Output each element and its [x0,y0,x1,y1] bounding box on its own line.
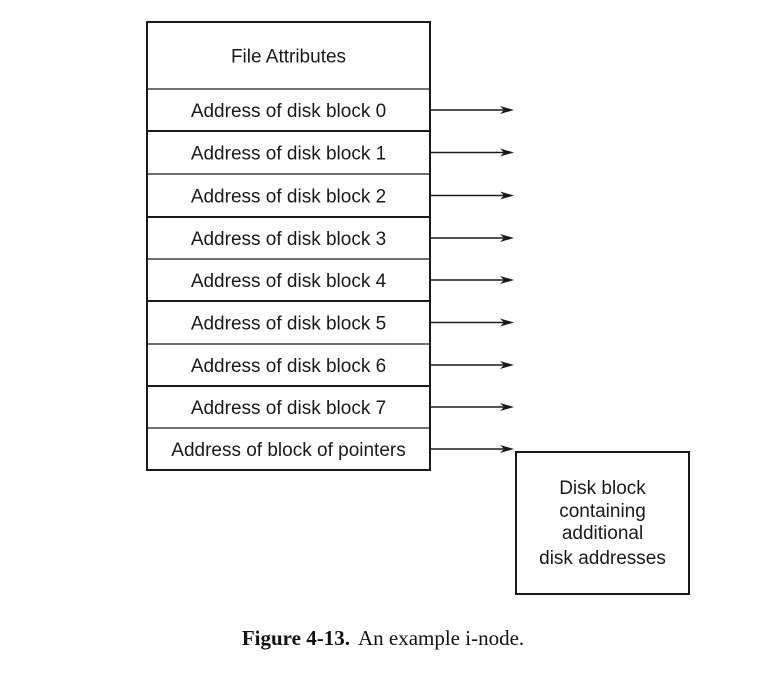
inode-row-label: Address of block of pointers [171,440,405,461]
inode-border [146,21,431,471]
arrow-head-icon [500,361,514,369]
figure-caption: Figure 4-13. An example i-node. [0,626,766,651]
pointer-block-line: Disk block [559,478,646,499]
inode-row-label: Address of disk block 1 [191,144,386,165]
arrow-head-icon [500,318,514,327]
arrow-head-icon [500,403,514,411]
arrow-head-icon [500,191,514,200]
inode-row-label: Address of disk block 0 [191,101,386,122]
caption-label: Figure 4-13. [241,626,350,650]
inode-row-label: Address of disk block 4 [191,271,387,292]
pointer-block-line: disk addresses [539,548,666,569]
inode-row-label: Address of disk block 6 [191,356,386,377]
pointer-block-border [515,451,690,595]
inode-row-label: Address of disk block 2 [191,187,386,208]
address-arrows [430,106,514,453]
arrow-head-icon [500,276,514,284]
arrow-head-icon [500,148,514,157]
pointer-block-line: additional [562,523,643,544]
arrow-head-icon [500,234,514,242]
arrow-head-icon [500,106,514,114]
inode-row-label: Address of disk block 7 [191,398,386,419]
inode-row-label: Address of disk block 5 [191,314,386,335]
arrow-head-icon [500,445,514,453]
inode-row-label: Address of disk block 3 [191,229,386,250]
caption-text: An example i-node. [357,626,525,650]
file-attributes-label: File Attributes [231,47,346,68]
pointer-block-line: containing [559,501,646,522]
